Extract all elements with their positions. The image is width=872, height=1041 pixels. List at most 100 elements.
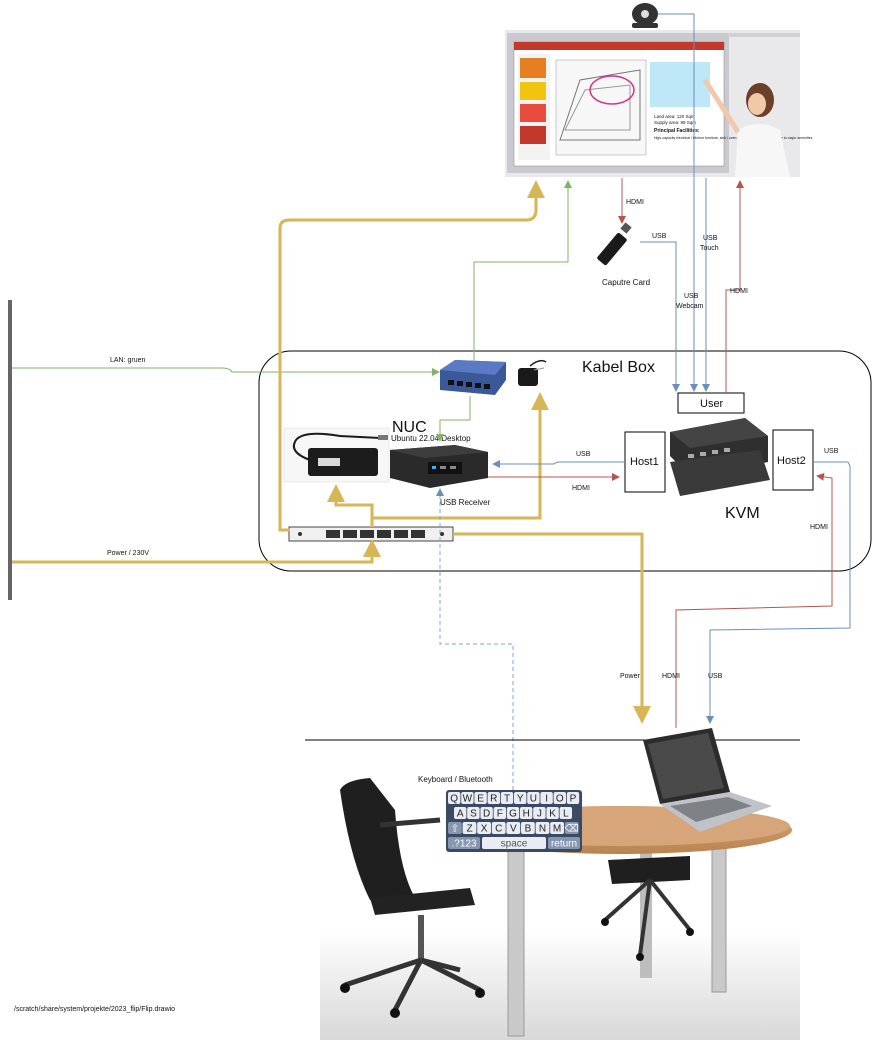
key-label: B — [525, 824, 532, 835]
key-M[interactable] — [550, 822, 564, 834]
key-U[interactable] — [527, 792, 540, 804]
interactive-display: Land area: 120 Sqm Supply area: 89 Sqm P… — [505, 30, 813, 177]
key-label: Z — [466, 824, 472, 835]
usb-host1-nuc-label: USB — [576, 451, 591, 458]
key-space[interactable] — [482, 837, 546, 849]
key-label: Y — [517, 794, 524, 805]
key-O[interactable] — [553, 792, 566, 804]
key-label: T — [504, 794, 510, 805]
usb-capture-line — [640, 241, 680, 392]
usb-webcam-line — [658, 13, 698, 392]
usb-host1-nuc-line — [492, 460, 625, 468]
key-label: Q — [450, 794, 458, 805]
key-label: A — [457, 809, 464, 820]
key-Q[interactable] — [448, 792, 461, 804]
office-chair-right — [601, 856, 694, 961]
key-H[interactable] — [520, 807, 533, 819]
power-230-label: Power / 230V — [107, 550, 149, 557]
key-label: O — [556, 794, 564, 805]
network-switch-icon — [440, 360, 506, 395]
key-B[interactable] — [521, 822, 535, 834]
key-return[interactable] — [548, 837, 580, 849]
hdmi-host2-label: HDMI — [810, 524, 828, 531]
key-N[interactable] — [535, 822, 550, 834]
usb-host2-label: USB — [824, 448, 839, 455]
key-label: N — [539, 824, 546, 835]
key-G[interactable] — [506, 807, 520, 819]
key-label: K — [549, 809, 556, 820]
key-label: C — [495, 824, 502, 835]
key-label: D — [483, 809, 490, 820]
kabel-box-label: Kabel Box — [582, 359, 655, 376]
key-label: .?123 — [451, 839, 476, 850]
key-label: return — [551, 839, 577, 850]
power-adapter-line — [370, 392, 549, 527]
key-label: E — [477, 794, 484, 805]
key-Z[interactable] — [462, 822, 477, 834]
usb-laptop-label: USB — [708, 673, 723, 680]
hdmi-laptop-label: HDMI — [662, 673, 680, 680]
power-adapter-icon — [518, 359, 547, 386]
hdmi-user-display-line — [725, 180, 744, 393]
key-F[interactable] — [493, 807, 506, 819]
key-V[interactable] — [506, 822, 521, 834]
key-P[interactable] — [566, 792, 580, 804]
power-strip-icon — [288, 526, 454, 542]
host2-label: Host2 — [777, 455, 806, 467]
key-D[interactable] — [480, 807, 493, 819]
nuc-device-icon — [390, 445, 488, 488]
key-123[interactable] — [448, 837, 480, 849]
usb-receiver-label: USB Receiver — [440, 498, 491, 507]
power-brick-line — [327, 484, 374, 527]
usb-touch-label2: Touch — [700, 245, 719, 252]
user-label: User — [700, 398, 724, 410]
key-W[interactable] — [461, 792, 474, 804]
kvm-switch-icon — [670, 418, 770, 496]
webcam-icon — [632, 3, 658, 28]
wall-bar — [8, 300, 12, 600]
usb-touch-label1: USB — [703, 235, 718, 242]
key-label: ⌫ — [565, 824, 579, 835]
key-X[interactable] — [477, 822, 491, 834]
key-label: V — [510, 824, 517, 835]
key-K[interactable] — [546, 807, 559, 819]
key-C[interactable] — [491, 822, 506, 834]
onscreen-keyboard — [446, 790, 582, 852]
hdmi-user-display-label: HDMI — [730, 288, 748, 295]
key-L[interactable] — [559, 807, 572, 819]
key-label: H — [523, 809, 530, 820]
screen-heading: Principal Facilities: — [654, 128, 700, 134]
key-T[interactable] — [500, 792, 514, 804]
host2-box — [772, 429, 814, 491]
key-Y[interactable] — [514, 792, 527, 804]
bluetooth-line — [436, 488, 514, 790]
hdmi-nuc-host1-label: HDMI — [572, 485, 590, 492]
key-I[interactable] — [540, 792, 553, 804]
host1-label: Host1 — [630, 456, 659, 468]
lan-label: LAN: gruen — [110, 357, 146, 364]
key-⇧[interactable] — [448, 822, 462, 834]
key-label: M — [553, 824, 561, 835]
capture-card-icon — [597, 222, 632, 266]
usb-host2-line — [706, 461, 851, 724]
key-label: X — [481, 824, 488, 835]
key-R[interactable] — [487, 792, 500, 804]
key-A[interactable] — [454, 807, 467, 819]
key-S[interactable] — [467, 807, 480, 819]
lan-line — [12, 367, 440, 376]
key-label: P — [570, 794, 577, 805]
key-label: S — [470, 809, 477, 820]
key-⌫[interactable] — [564, 822, 579, 834]
switch-display-line — [473, 180, 572, 362]
key-J[interactable] — [533, 807, 546, 819]
key-label: J — [537, 809, 542, 820]
key-E[interactable] — [474, 792, 487, 804]
screen-line2: Supply area: 89 Sqm — [654, 120, 696, 125]
file-path-label: /scratch/share/system/projekte/2023_flip… — [14, 1006, 175, 1013]
screen-body: High-capacity electrical / kitchen furni… — [654, 136, 813, 140]
key-label: G — [509, 809, 517, 820]
key-label: R — [490, 794, 497, 805]
switch-nuc-line — [436, 396, 471, 442]
usb-capture-label: USB — [652, 233, 667, 240]
laptop-icon — [643, 728, 772, 832]
